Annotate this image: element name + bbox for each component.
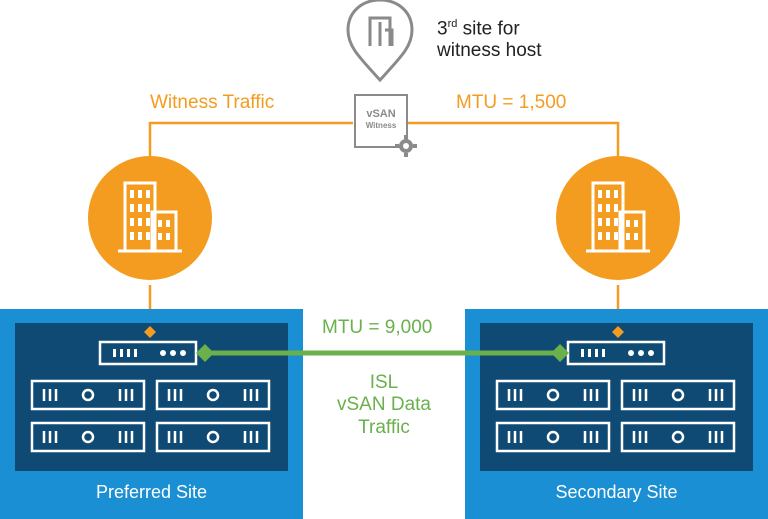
witness-site-label-line2: witness host xyxy=(437,40,542,62)
isl-traffic-label-line1: ISL xyxy=(369,372,399,393)
isl-traffic-label: ISL vSAN Data Traffic xyxy=(313,372,455,439)
location-pin-building-icon xyxy=(346,0,414,83)
witness-traffic-link xyxy=(148,121,620,332)
witness-link-connectors xyxy=(144,326,624,338)
office-building-icon xyxy=(586,181,650,253)
witness-site-label: 3rd site for witness host xyxy=(437,18,542,62)
secondary-hosts xyxy=(495,379,736,453)
preferred-site-building xyxy=(88,156,212,280)
vsan-witness-appliance xyxy=(354,94,408,148)
witness-traffic-label: Witness Traffic xyxy=(150,92,275,113)
isl-link xyxy=(196,344,569,362)
isl-mtu-label: MTU = 9,000 xyxy=(322,317,433,338)
preferred-site-panel xyxy=(0,309,303,519)
office-building-icon xyxy=(118,181,182,253)
witness-site-label-suffix: rd xyxy=(447,18,458,30)
witness-site-label-number: 3 xyxy=(437,18,448,40)
secondary-site-label: Secondary Site xyxy=(555,482,678,502)
gear-icon xyxy=(395,135,417,157)
vsan-witness-label-line2: Witness xyxy=(365,120,397,130)
secondary-site-building xyxy=(556,156,680,280)
isl-traffic-label-line3: Traffic xyxy=(358,416,410,438)
witness-mtu-label: MTU = 1,500 xyxy=(456,92,567,113)
preferred-network-switch xyxy=(98,340,198,366)
vsan-witness-label-line1: vSAN xyxy=(366,108,396,120)
preferred-hosts xyxy=(30,379,271,453)
isl-traffic-label-line2: vSAN Data xyxy=(337,394,431,416)
secondary-site-panel xyxy=(465,309,768,519)
witness-site-label-rest: site for xyxy=(457,18,520,40)
secondary-network-switch xyxy=(566,340,666,366)
preferred-site-label: Preferred Site xyxy=(95,482,208,502)
vsan-witness-label: vSAN Witness xyxy=(357,108,405,130)
